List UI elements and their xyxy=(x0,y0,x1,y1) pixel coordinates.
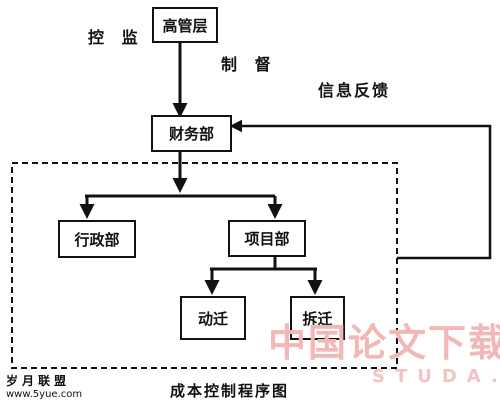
node-finance: 财务部 xyxy=(151,115,232,152)
site-logo-name: 岁月联盟 xyxy=(6,374,71,388)
label-system-supervise: 制 督 xyxy=(221,55,277,74)
watermark-domain: STUDA.NET xyxy=(372,366,500,387)
node-top-management: 高管层 xyxy=(152,7,218,43)
node-top-management-label: 高管层 xyxy=(162,16,208,35)
node-administration-label: 行政部 xyxy=(74,230,120,249)
node-finance-label: 财务部 xyxy=(168,125,214,143)
diagram-caption: 成本控制程序图 xyxy=(170,382,290,400)
site-logo: 岁月联盟 www.5yue.com xyxy=(6,374,82,402)
node-administration: 行政部 xyxy=(58,220,136,258)
watermark-chinese: 中国论文下载 xyxy=(268,321,500,365)
node-project-label: 项目部 xyxy=(244,230,290,248)
feedback-loop xyxy=(229,119,492,260)
node-demolition: 拆迁 xyxy=(290,296,345,340)
node-relocation: 动迁 xyxy=(180,296,246,340)
node-relocation-label: 动迁 xyxy=(197,309,228,328)
label-feedback: 信息反馈 xyxy=(318,81,391,100)
label-control-monitor: 控 监 xyxy=(88,28,144,47)
node-project: 项目部 xyxy=(228,220,306,257)
dashed-boundary xyxy=(11,162,398,369)
node-demolition-label: 拆迁 xyxy=(302,309,333,328)
site-logo-url: www.5yue.com xyxy=(6,389,83,400)
